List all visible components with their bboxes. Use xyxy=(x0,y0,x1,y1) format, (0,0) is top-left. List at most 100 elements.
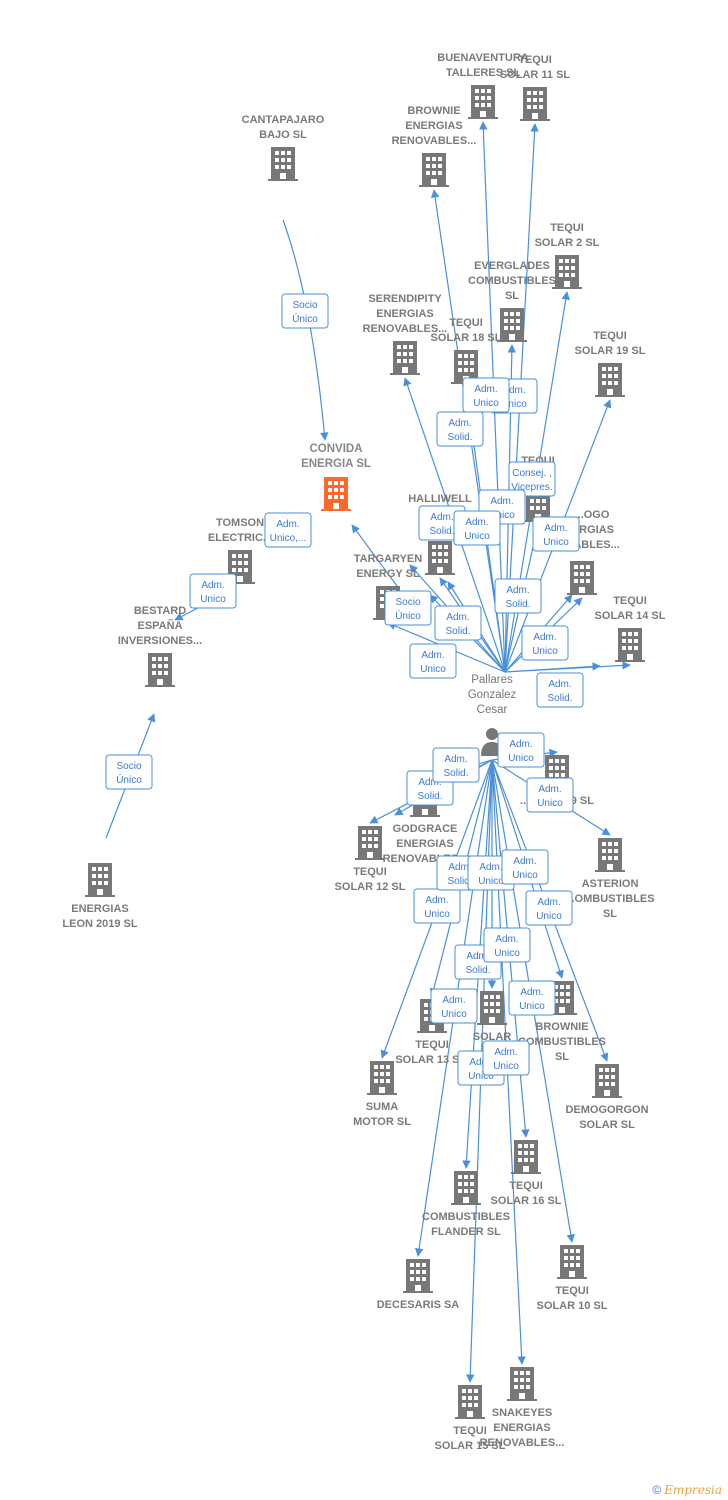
relation-label: Adm. xyxy=(418,777,441,788)
company-label: TEQUI xyxy=(509,1180,543,1192)
relation-badge[interactable]: Adm.Unico xyxy=(413,888,461,924)
relation-label: Vicepres. xyxy=(511,482,553,493)
building-icon xyxy=(595,363,625,397)
relation-badge[interactable]: Adm.Unico,... xyxy=(264,512,312,548)
building-icon xyxy=(592,1064,622,1098)
relation-badge[interactable]: Adm.Solid. xyxy=(436,411,484,447)
relation-label: Adm. xyxy=(276,519,299,530)
relation-badge[interactable]: Adm. Unico xyxy=(430,988,478,1024)
focus-company-label: CONVIDA xyxy=(309,443,362,455)
company-label: TARGARYEN xyxy=(354,553,423,565)
relation-badge[interactable]: Adm.Unico xyxy=(526,777,574,813)
relation-label: Adm. xyxy=(495,934,518,945)
relation-badge[interactable]: Adm. Unico xyxy=(483,927,531,963)
company-node-snakeyes[interactable]: SNAKEYESENERGIASRENOVABLES... xyxy=(480,1367,565,1449)
relation-badge[interactable]: Adm.Solid. xyxy=(432,747,480,783)
company-label: SOLAR xyxy=(473,1031,512,1043)
building-icon xyxy=(497,308,527,342)
company-label: SL xyxy=(505,290,519,302)
company-node-tequi-solar[interactable]: SOLAR xyxy=(473,991,512,1043)
building-icon xyxy=(425,541,455,575)
relation-badge[interactable]: Adm.Unico xyxy=(462,377,510,413)
company-label: INVERSIONES... xyxy=(118,635,202,647)
relation-label: Unico xyxy=(441,1009,467,1020)
company-label: BROWNIE xyxy=(407,105,460,117)
relation-badge[interactable]: Adm.Unico xyxy=(508,980,556,1016)
relation-badge[interactable]: Adm.Solid. xyxy=(434,605,482,641)
relation-label: Unico xyxy=(494,948,520,959)
company-node-tomson[interactable]: TOMSONELECTRIC... xyxy=(208,517,272,584)
relation-label: Adm. xyxy=(548,679,571,690)
focus-company-label: ENERGIA SL xyxy=(301,458,371,470)
relation-badge[interactable]: Adm.Unico xyxy=(189,573,237,609)
company-node-decesaris[interactable]: DECESARIS SA xyxy=(377,1259,460,1311)
company-node-godgrace[interactable]: GODGRACEENERGIASRENOVABLES... xyxy=(383,783,468,865)
relation-label: Unico xyxy=(473,398,499,409)
company-node-serendipity[interactable]: SERENDIPITYENERGIASRENOVABLES... xyxy=(363,293,448,375)
company-label: COMBUSTIBLES xyxy=(468,275,556,287)
relation-badge[interactable]: Adm.Unico xyxy=(521,625,569,661)
relation-badge[interactable]: Adm.Unico xyxy=(409,643,457,679)
relation-badge[interactable]: Adm.Unico xyxy=(482,1040,530,1076)
relation-badge[interactable]: Adm.Unico xyxy=(525,890,573,926)
relation-label: Solid. xyxy=(447,432,472,443)
company-label: SOLAR 15 SL xyxy=(435,1440,506,1452)
company-label: BAJO SL xyxy=(259,129,307,141)
relation-badge[interactable]: Adm.Unico xyxy=(497,732,545,768)
building-icon xyxy=(477,991,507,1025)
company-node-bestard[interactable]: BESTARDESPAÑAINVERSIONES... xyxy=(118,605,202,687)
relation-label: Adm. xyxy=(494,1047,517,1058)
focus-company-node[interactable]: CONVIDA ENERGIA SL xyxy=(301,443,371,511)
relation-badge[interactable]: Adm.Solid. xyxy=(536,672,584,708)
relation-label: Único xyxy=(116,773,142,786)
relation-label: Unico xyxy=(537,798,563,809)
company-label: SL xyxy=(603,908,617,920)
relation-badge[interactable]: Consej. ,Vicepres. xyxy=(508,461,556,497)
relation-label: Unico xyxy=(532,646,558,657)
building-icon xyxy=(145,653,175,687)
company-node-tequi15[interactable]: TEQUI SOLAR 15 SL xyxy=(435,1385,506,1452)
relation-label: Solid. xyxy=(417,791,442,802)
company-label: SOLAR SL xyxy=(579,1119,635,1131)
company-label: BROWNIE xyxy=(535,1021,588,1033)
relation-label: Adm. xyxy=(442,995,465,1006)
relation-badge[interactable]: Adm.Unico xyxy=(453,510,501,546)
company-node-brownie-renov[interactable]: BROWNIEENERGIASRENOVABLES... xyxy=(392,105,477,187)
company-label: ...OGO xyxy=(575,509,610,521)
company-label: SOLAR 19 SL xyxy=(575,345,646,357)
relation-label: Adm. xyxy=(448,862,471,873)
company-label: RENOVABLES... xyxy=(480,1437,565,1449)
relation-label: Adm. xyxy=(446,612,469,623)
footer-credit: ©Empresia xyxy=(652,1483,722,1497)
company-label: TEQUI xyxy=(518,54,552,66)
relation-badge[interactable]: Adm.Unico xyxy=(501,849,549,885)
company-label: TEQUI xyxy=(453,1425,487,1437)
brand-logo[interactable]: Empresia xyxy=(664,1483,722,1497)
relation-badge[interactable]: Adm.Unico xyxy=(532,516,580,552)
relation-badge[interactable]: Adm.Solid. xyxy=(494,578,542,614)
